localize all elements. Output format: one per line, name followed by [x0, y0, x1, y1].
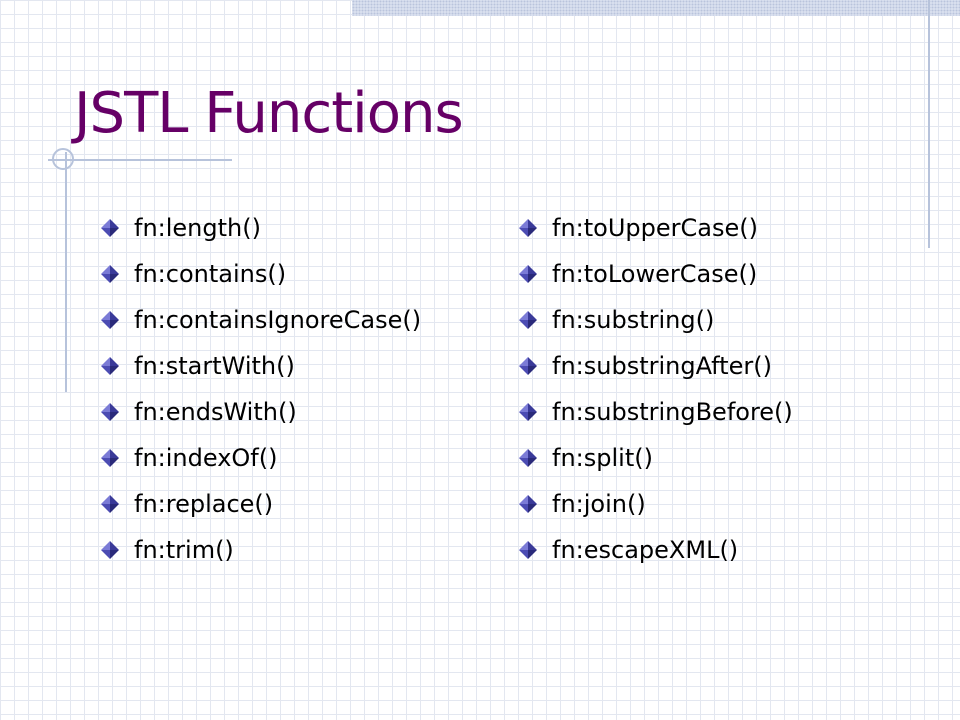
list-item: fn:toLowerCase() — [518, 251, 793, 297]
list-item-label: fn:trim() — [134, 536, 234, 564]
diamond-bullet-icon — [519, 265, 537, 283]
list-item-label: fn:toUpperCase() — [552, 214, 758, 242]
diamond-bullet-icon — [101, 357, 119, 375]
right-decorative-line — [928, 0, 930, 248]
list-item-label: fn:endsWith() — [134, 398, 297, 426]
list-item-label: fn:substring() — [552, 306, 715, 334]
list-item-label: fn:indexOf() — [134, 444, 278, 472]
diamond-bullet-icon — [519, 403, 537, 421]
function-list-left: fn:length() fn:contains() fn:containsIgn… — [100, 205, 421, 573]
slide-title: JSTL Functions — [74, 81, 464, 146]
list-item-label: fn:substringAfter() — [552, 352, 772, 380]
list-item: fn:split() — [518, 435, 793, 481]
list-item-label: fn:length() — [134, 214, 261, 242]
list-item: fn:containsIgnoreCase() — [100, 297, 421, 343]
list-item: fn:trim() — [100, 527, 421, 573]
diamond-bullet-icon — [519, 541, 537, 559]
list-item: fn:substring() — [518, 297, 793, 343]
list-item: fn:substringBefore() — [518, 389, 793, 435]
list-item-label: fn:containsIgnoreCase() — [134, 306, 422, 334]
diamond-bullet-icon — [101, 219, 119, 237]
list-item-label: fn:replace() — [134, 490, 274, 518]
title-underline — [48, 159, 232, 161]
list-item: fn:length() — [100, 205, 421, 251]
decorative-circle — [52, 148, 74, 170]
diamond-bullet-icon — [101, 495, 119, 513]
diamond-bullet-icon — [519, 219, 537, 237]
diamond-bullet-icon — [519, 495, 537, 513]
list-item-label: fn:split() — [552, 444, 653, 472]
diamond-bullet-icon — [101, 403, 119, 421]
list-item: fn:toUpperCase() — [518, 205, 793, 251]
diamond-bullet-icon — [101, 265, 119, 283]
diamond-bullet-icon — [101, 311, 119, 329]
top-decorative-band — [352, 0, 960, 16]
list-item-label: fn:toLowerCase() — [552, 260, 758, 288]
list-item: fn:join() — [518, 481, 793, 527]
list-item: fn:substringAfter() — [518, 343, 793, 389]
list-item-label: fn:substringBefore() — [552, 398, 793, 426]
list-item-label: fn:startWith() — [134, 352, 295, 380]
diamond-bullet-icon — [101, 449, 119, 467]
list-item: fn:indexOf() — [100, 435, 421, 481]
list-item: fn:replace() — [100, 481, 421, 527]
left-decorative-line — [65, 152, 67, 392]
diamond-bullet-icon — [519, 449, 537, 467]
list-item: fn:escapeXML() — [518, 527, 793, 573]
diamond-bullet-icon — [519, 311, 537, 329]
list-item: fn:contains() — [100, 251, 421, 297]
diamond-bullet-icon — [519, 357, 537, 375]
list-item: fn:endsWith() — [100, 389, 421, 435]
function-list-right: fn:toUpperCase() fn:toLowerCase() fn:sub… — [518, 205, 793, 573]
list-item-label: fn:contains() — [134, 260, 287, 288]
list-item-label: fn:join() — [552, 490, 646, 518]
list-item: fn:startWith() — [100, 343, 421, 389]
diamond-bullet-icon — [101, 541, 119, 559]
list-item-label: fn:escapeXML() — [552, 536, 739, 564]
